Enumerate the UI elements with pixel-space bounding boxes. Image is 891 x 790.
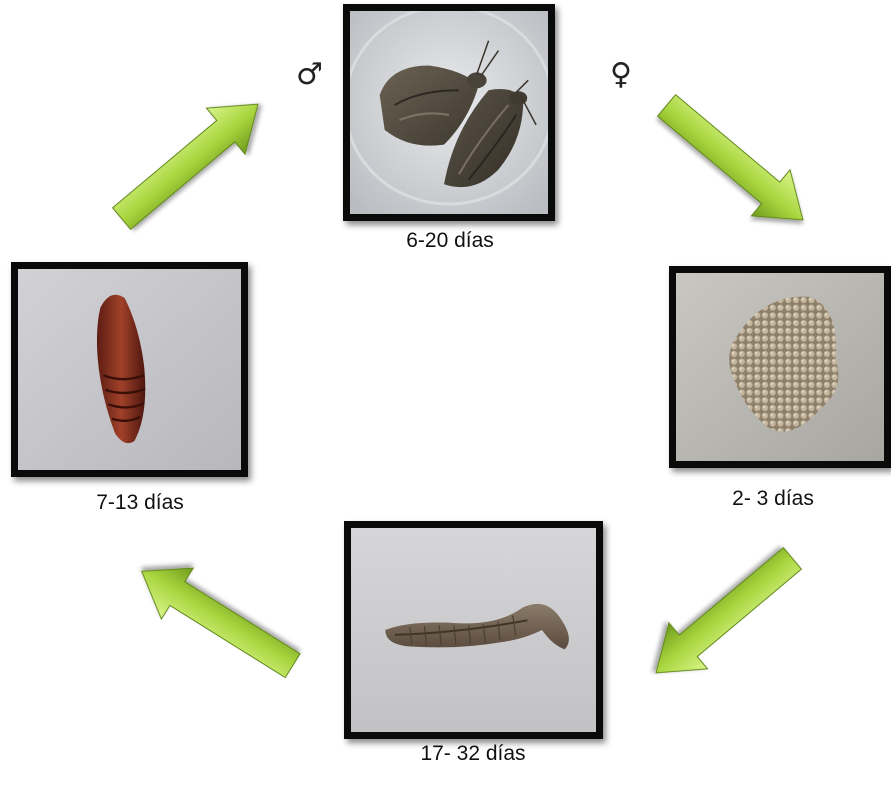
- female-symbol: ♀: [610, 60, 632, 90]
- arrow-eggs-to-larva: [640, 545, 810, 685]
- adult-stage-label: 6-20 días: [400, 229, 500, 253]
- adult-moths-image: [350, 11, 548, 214]
- eggs-photo: [669, 266, 891, 468]
- adult-moths-photo: [343, 4, 555, 221]
- pupa-photo: [11, 262, 248, 477]
- male-symbol: ♂: [296, 60, 323, 90]
- eggs-stage-label: 2- 3 días: [718, 487, 828, 511]
- arrow-adult-to-eggs: [648, 92, 820, 232]
- larva-image: [351, 528, 596, 732]
- arrow-larva-to-pupa: [126, 555, 310, 683]
- larva-photo: [344, 521, 603, 739]
- pupa-stage-label: 7-13 días: [80, 491, 200, 515]
- pupa-image: [18, 269, 241, 470]
- eggs-image: [676, 273, 884, 461]
- larva-stage-label: 17- 32 días: [408, 742, 538, 766]
- arrow-pupa-to-adult: [102, 92, 277, 232]
